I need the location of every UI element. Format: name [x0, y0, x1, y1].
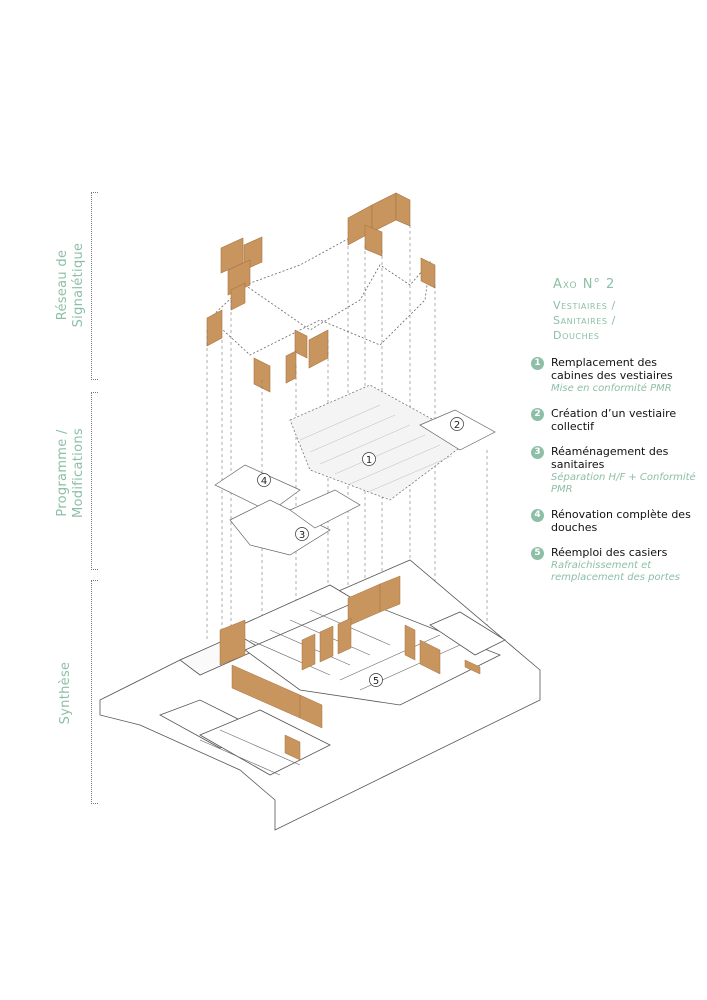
legend-title-2: Création d’un vestiaire collectif: [551, 407, 677, 433]
legend-number-2: 2: [531, 408, 544, 421]
zone-marker-1: 1: [362, 452, 376, 466]
zone-number-4: 4: [261, 476, 267, 487]
programme-hatch: [299, 404, 453, 493]
legend-note-3: Séparation H/F + Conformité PMR: [551, 472, 696, 495]
side-label-reseau-line2: Signalétique: [71, 242, 86, 328]
legend: 1 Remplacement des cabines des vestiaire…: [531, 356, 701, 596]
legend-item-5: 5 Réemploi des casiers Rafraichissement …: [531, 546, 701, 584]
legend-note-1: Mise en conformité PMR: [551, 383, 672, 394]
title-sub-2: Sanitaires /: [553, 314, 616, 327]
zone-marker-2: 2: [450, 417, 464, 431]
legend-item-1: 1 Remplacement des cabines des vestiaire…: [531, 356, 701, 395]
title-sub-3: Douches: [553, 329, 600, 342]
title-block: Axo N° 2 Vestiaires / Sanitaires / Douch…: [553, 277, 616, 343]
zone-number-1: 1: [366, 455, 372, 466]
legend-item-3: 3 Réaménagement des sanitaires Séparatio…: [531, 445, 701, 496]
legend-note-5: Rafraichissement et remplacement des por…: [551, 560, 680, 583]
title-main: Axo N° 2: [553, 277, 616, 292]
zone-marker-5: 5: [369, 673, 383, 687]
side-label-reseau: Réseau de Signalétique: [55, 225, 89, 345]
signage-panels: [206, 192, 436, 393]
signage-layer: [209, 234, 431, 356]
side-label-synthese: Synthèse: [58, 653, 76, 733]
side-label-reseau-line1: Réseau de: [55, 249, 70, 321]
legend-item-4: 4 Rénovation complète des douches: [531, 508, 701, 534]
zone-marker-4: 4: [257, 473, 271, 487]
zone-number-5: 5: [373, 676, 379, 687]
side-label-synthese-text: Synthèse: [58, 661, 73, 725]
legend-item-2: 2 Création d’un vestiaire collectif: [531, 407, 701, 433]
zone-number-3: 3: [299, 530, 305, 541]
legend-number-1: 1: [531, 357, 544, 370]
side-label-programme-line1: Programme /: [55, 429, 70, 517]
zone-marker-3: 3: [295, 527, 309, 541]
legend-title-1: Remplacement des cabines des vestiaires: [551, 356, 673, 382]
legend-title-5: Réemploi des casiers: [551, 546, 668, 559]
side-label-programme: Programme / Modifications: [55, 403, 89, 543]
synthesis-wood: [219, 575, 481, 761]
programme-layer: [214, 384, 496, 556]
legend-title-4: Rénovation complète des douches: [551, 508, 691, 534]
bracket-reseau: [91, 192, 98, 380]
legend-number-5: 5: [531, 547, 544, 560]
bracket-programme: [91, 392, 98, 570]
title-sub-1: Vestiaires /: [553, 299, 616, 312]
legend-title-3: Réaménagement des sanitaires: [551, 445, 669, 471]
legend-number-3: 3: [531, 446, 544, 459]
zone-number-2: 2: [454, 420, 460, 431]
side-label-programme-line2: Modifications: [71, 428, 86, 518]
synthesis-base: [99, 559, 541, 831]
bracket-synthese: [91, 580, 98, 804]
legend-number-4: 4: [531, 509, 544, 522]
